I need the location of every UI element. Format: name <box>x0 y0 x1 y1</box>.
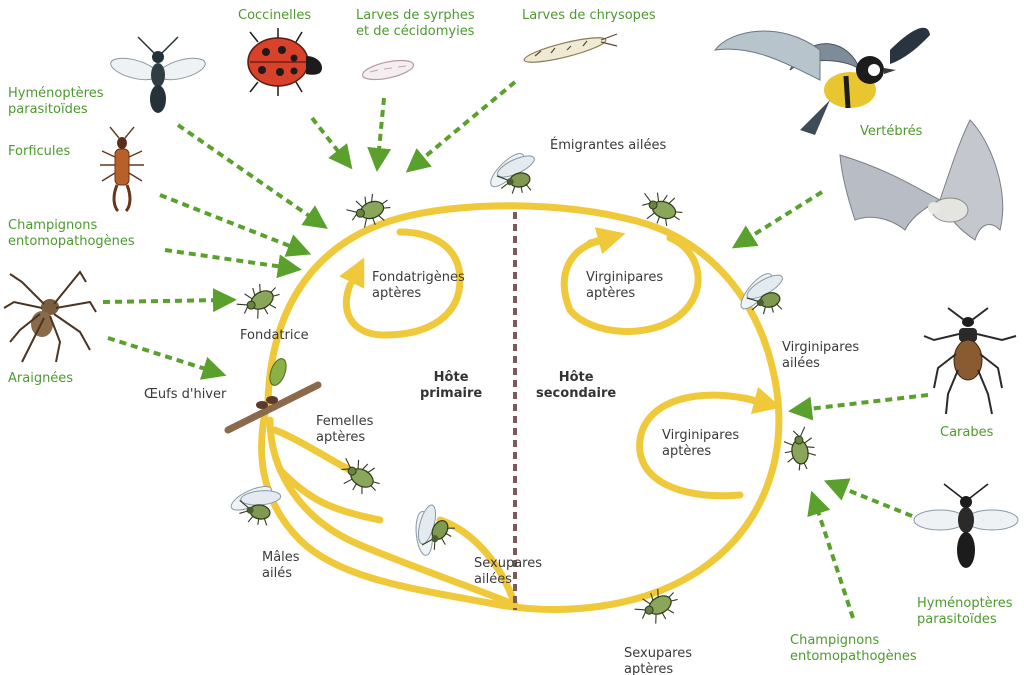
males-branch <box>276 466 384 524</box>
enemy-arrows <box>102 80 929 619</box>
label-sexupares-apteres: Sexupares aptères <box>624 646 693 675</box>
winged-aphid-sexupares <box>395 497 462 567</box>
femelles-branch <box>271 426 354 474</box>
label-carabes: Carabes <box>940 425 994 440</box>
label-fondatrice: Fondatrice <box>240 328 309 343</box>
arrow-forficules <box>159 193 312 257</box>
virginipares-mid-arrow <box>741 386 782 415</box>
arrow-vertebres <box>731 190 824 249</box>
aphid-fondatrice <box>233 277 286 326</box>
label-fondatrigenes: Fondatrigènes aptères <box>372 270 465 301</box>
ground-beetle-illustration <box>923 307 1017 415</box>
sexual-branch-outer <box>266 416 519 609</box>
virginipares-top-arrow <box>586 227 626 255</box>
life-cycle-loop <box>258 202 783 613</box>
syrphid-larva-illustration <box>361 59 415 81</box>
arrow-carabes <box>788 393 929 421</box>
bat-illustration <box>839 119 1004 241</box>
virginipares-top-loop <box>560 234 702 335</box>
label-coccinelles: Coccinelles <box>238 8 312 23</box>
wasp-left-illustration <box>110 36 206 113</box>
virginipares-mid-loop <box>636 391 764 500</box>
label-males: Mâles ailés <box>262 550 300 581</box>
wasp-right-illustration <box>913 483 1019 568</box>
earwig-illustration <box>100 126 144 213</box>
arrow-hymenopteres-right <box>823 478 913 518</box>
arrow-coccinelles <box>310 116 353 170</box>
label-sexupares-ailees: Sexupares ailées <box>474 556 543 587</box>
arrow-champignons-right <box>807 490 855 619</box>
label-emigrantes: Émigrantes ailées <box>550 138 667 153</box>
arrow-champignons-left <box>164 248 302 279</box>
fondatrigenes-loop-arrow <box>339 257 365 289</box>
label-araignees: Araignées <box>8 371 74 386</box>
winged-aphid-males <box>224 474 286 529</box>
label-virginipares-ailees: Virginipares ailées <box>782 340 860 371</box>
sexupares-branch <box>436 516 519 609</box>
label-champignons-right: Champignons entomopathogènes <box>790 633 917 664</box>
fondatrigenes-loop <box>342 228 464 339</box>
label-hote-primaire: Hôte primaire <box>420 370 483 401</box>
lacewing-larva-illustration <box>523 33 618 63</box>
arrow-araignees-oeufs <box>107 336 227 380</box>
main-cycle-path <box>258 202 783 613</box>
great-tit-illustration <box>713 27 930 135</box>
arrow-chrysopes <box>405 80 517 173</box>
label-oeufs: Œufs d'hiver <box>144 387 227 402</box>
label-virginipares-apteres-mid: Virginipares aptères <box>662 428 740 459</box>
aphid-sexupares-apteres <box>631 582 684 631</box>
aphid-virginipares-mid <box>780 425 819 473</box>
label-femelles: Femelles aptères <box>316 414 374 445</box>
spider-illustration <box>3 270 97 363</box>
arrow-syrphes <box>367 97 392 172</box>
arrow-araignees-fondatrice <box>102 288 237 313</box>
ladybird-illustration <box>247 28 322 96</box>
aphid-femelles <box>333 452 386 501</box>
label-chrysopes: Larves de chrysopes <box>522 8 656 23</box>
label-syrphes: Larves de syrphes et de cécidomyies <box>356 8 475 39</box>
label-hote-secondaire: Hôte secondaire <box>536 370 617 401</box>
label-hymenopteres-left: Hyménoptères parasitoïdes <box>8 86 104 117</box>
arrow-hymenopteres-left <box>176 123 328 229</box>
winged-aphid-emigrantes <box>481 145 543 200</box>
label-vertebres: Vertébrés <box>860 124 923 139</box>
label-champignons-left: Champignons entomopathogènes <box>8 218 135 249</box>
label-hymenopteres-right: Hyménoptères parasitoïdes <box>917 596 1013 627</box>
label-forficules: Forficules <box>8 144 71 159</box>
twig-winter-eggs <box>224 358 322 434</box>
label-virginipares-apteres-top: Virginipares aptères <box>586 270 664 301</box>
